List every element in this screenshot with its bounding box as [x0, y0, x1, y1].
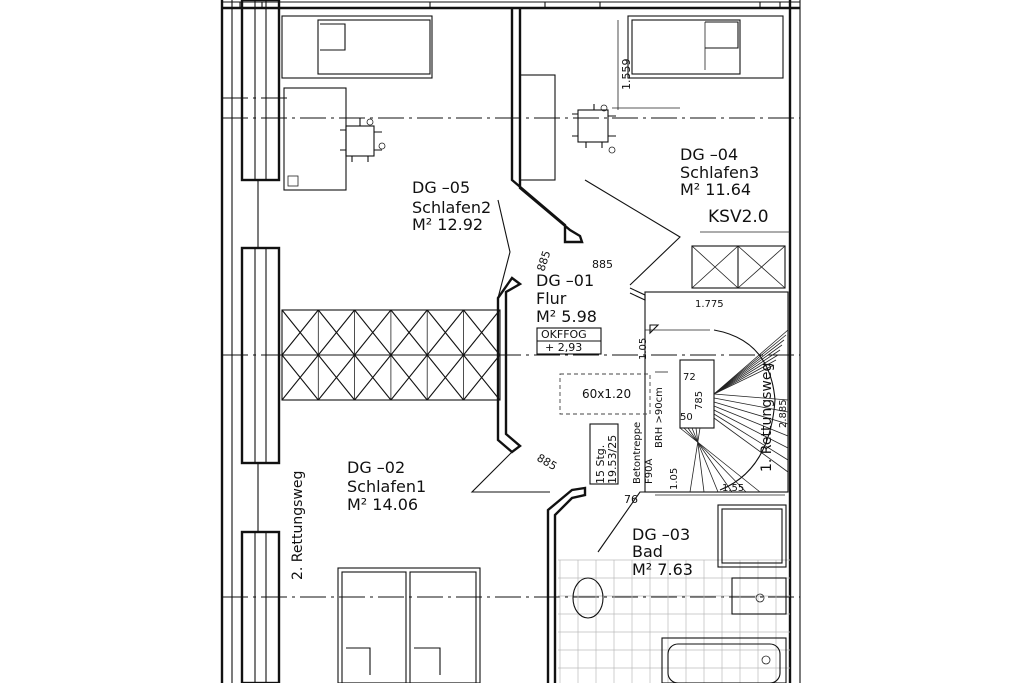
opening-size: 60x1.20 [582, 387, 631, 401]
room-code: DG –01 [536, 271, 594, 290]
stair-fire: F90A [644, 459, 655, 484]
bed-schlafen2 [281, 15, 433, 79]
staircase [644, 291, 789, 493]
room-code: DG –05 [412, 178, 470, 197]
dim-885-a: 885 [534, 249, 553, 273]
ksv-label: KSV2.0 [708, 207, 769, 227]
room-name: Schlafen2 [412, 198, 491, 217]
dim-885-b: 885 [592, 258, 613, 271]
inner-walls [496, 8, 646, 683]
room-area: M² 12.92 [412, 215, 483, 234]
flur-outline [497, 199, 511, 299]
room-code: DG –02 [347, 458, 405, 477]
chair-schlafen3 [572, 104, 616, 154]
room-name: Bad [632, 542, 663, 561]
room-code: DG –04 [680, 145, 738, 164]
dim-1775: 1.775 [695, 299, 724, 310]
outer-walls [220, 0, 801, 683]
bed-schlafen3 [627, 15, 784, 79]
stair-info-box [589, 423, 619, 485]
rettungsweg-2: 2. Rettungsweg [290, 471, 306, 580]
dim-50: 50 [680, 412, 693, 423]
desk-schlafen2 [283, 87, 347, 191]
room-code: DG –03 [632, 525, 690, 544]
room-name: Flur [536, 289, 567, 308]
stair-material: Betontreppe [632, 422, 643, 484]
room-label-flur: DG –01 Flur M² 5.98 [536, 271, 597, 326]
dim-72: 72 [683, 372, 696, 383]
dim-2885: 2.885 [778, 399, 789, 428]
dim-1559: 1.559 [620, 59, 633, 91]
room-label-schlafen3: DG –04 Schlafen3 M² 11.64 [680, 145, 759, 199]
bed-schlafen1 [337, 567, 481, 683]
room-area: M² 11.64 [680, 180, 751, 199]
stair-ratio: 19.53/25 [606, 435, 619, 484]
room-area: M² 7.63 [632, 560, 693, 579]
dim-155b: 1.55 [722, 483, 744, 494]
dim-76: 76 [624, 493, 638, 506]
desk-schlafen3 [519, 74, 556, 181]
dim-105-a: 1.05 [638, 338, 649, 360]
dim-105-b: 1.05 [669, 468, 680, 490]
room-label-bad: DG –03 Bad M² 7.63 [632, 525, 693, 579]
dim-885-c: 885 [535, 451, 560, 473]
brh-label: BRH >90cm [654, 387, 665, 448]
room-label-schlafen2: DG –05 Schlafen2 M² 12.92 [412, 178, 491, 234]
shaft-box [691, 245, 786, 289]
opening-60x120 [559, 373, 651, 415]
okffog-value: + 2,93 [545, 341, 582, 354]
room-name: Schlafen1 [347, 477, 426, 496]
room-label-schlafen1: DG –02 Schlafen1 M² 14.06 [347, 458, 426, 514]
rettungsweg-1: 1. Rettungsweg [759, 363, 775, 472]
chair-schlafen2 [340, 118, 386, 162]
room-area: M² 14.06 [347, 495, 418, 514]
dim-785: 785 [694, 391, 705, 410]
cross-beam-zone [281, 309, 501, 401]
stair-steps: 15 Stg. [594, 445, 607, 484]
okffog-label: OKFFOG [541, 328, 587, 341]
room-area: M² 5.98 [536, 307, 597, 326]
bathroom-fixtures [572, 504, 787, 683]
room-name: Schlafen3 [680, 163, 759, 182]
